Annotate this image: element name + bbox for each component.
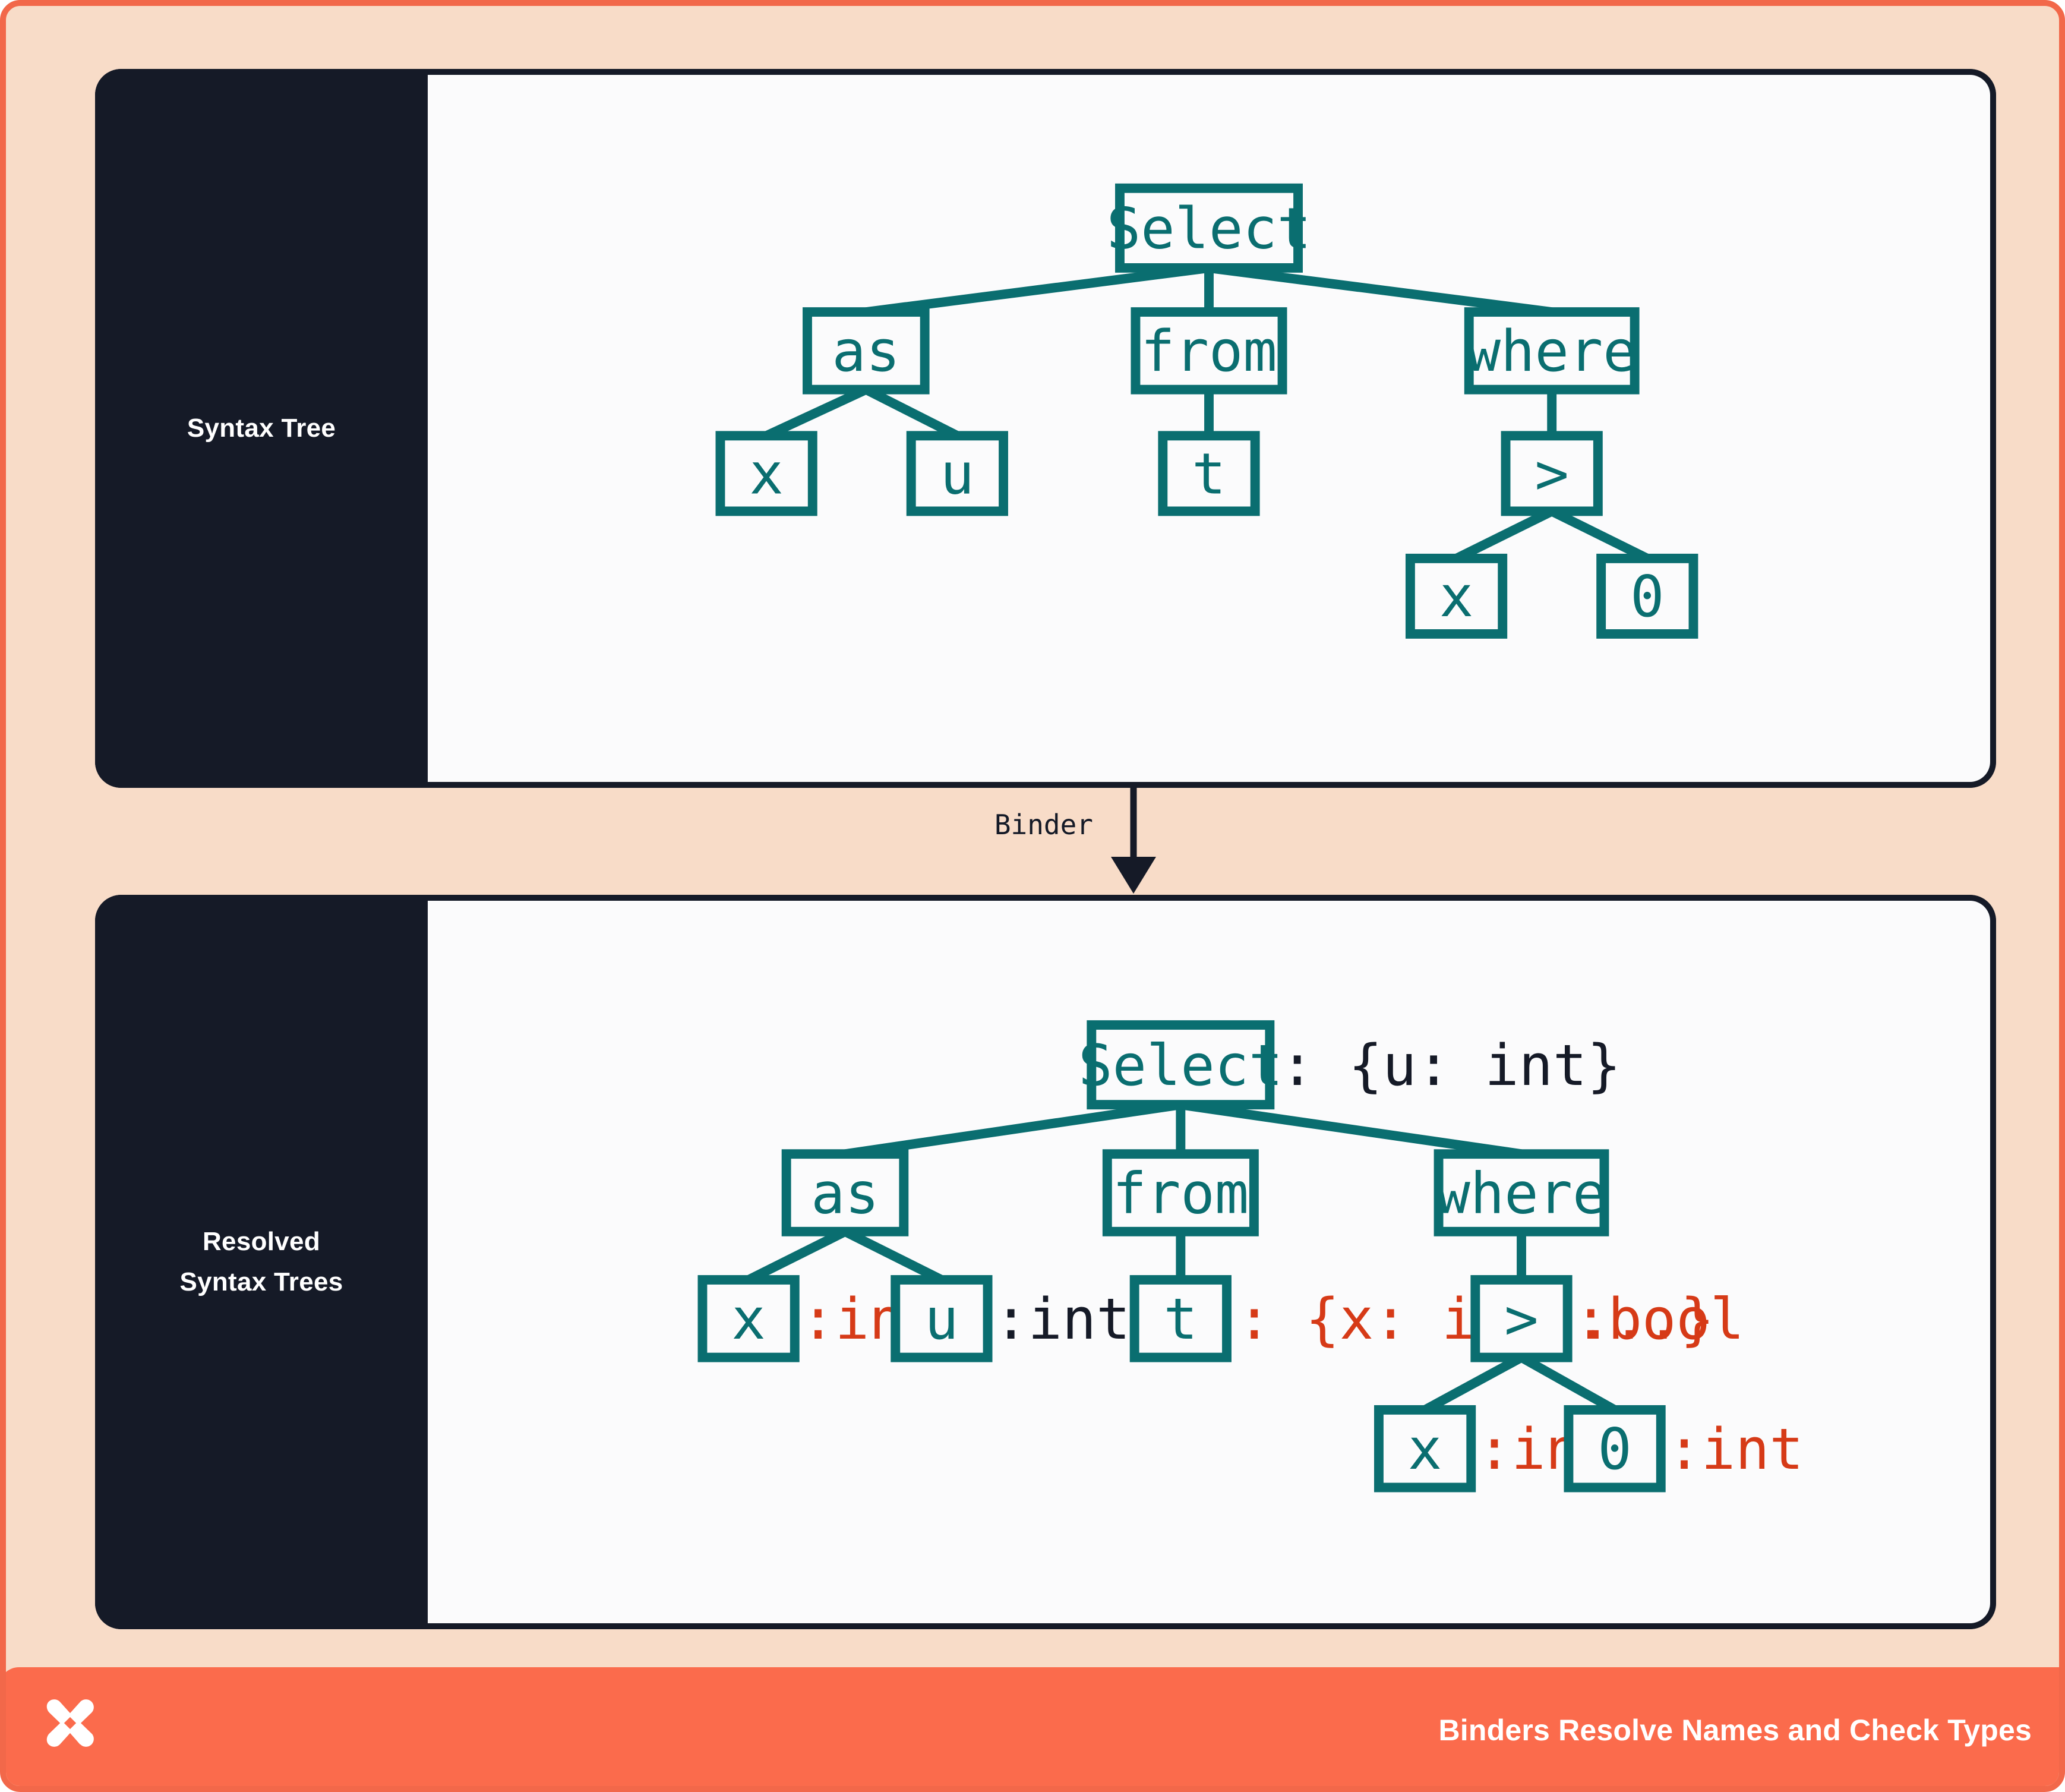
tree-edge: [764, 385, 869, 440]
node-label-as: as: [832, 319, 900, 384]
node-box-gt: [1470, 1275, 1573, 1362]
syntax-tree-graphic: Select as from where x u t > x 0: [715, 183, 1698, 639]
node-box-as-u: [906, 431, 1008, 516]
tree-node-gt[interactable]: > :bool: [1470, 1275, 1744, 1362]
panel-syntax-tree-canvas: Select as from where x u t > x 0: [428, 69, 1996, 788]
tree-node-gt-0[interactable]: 0: [1596, 553, 1698, 639]
node-label-select: Select: [1078, 1033, 1283, 1099]
tree-edge: [1454, 507, 1554, 563]
node-annotation-as-u: :int: [994, 1287, 1130, 1352]
node-label-as-u: u: [924, 1287, 958, 1352]
node-label-select: Select: [1107, 197, 1311, 262]
tree-edge: [1519, 1353, 1617, 1414]
tree-edge: [864, 385, 959, 440]
tree-node-from[interactable]: from: [1131, 307, 1287, 395]
tree-edge: [1549, 507, 1650, 563]
node-box-as-x: [715, 431, 817, 516]
node-box-select: [1087, 1020, 1275, 1110]
node-label-gt: >: [1504, 1287, 1538, 1352]
node-label-as-x: x: [749, 442, 783, 507]
binder-label: Binder: [994, 809, 1093, 841]
node-annotation-gt-0: :int: [1667, 1417, 1804, 1482]
node-box-gt: [1501, 431, 1603, 516]
node-label-from: from: [1113, 1161, 1249, 1226]
node-box-from-t: [1158, 431, 1260, 516]
down-arrow-icon: [1111, 788, 1156, 894]
brand-x-logo-icon: [46, 1699, 94, 1747]
node-label-from: from: [1141, 319, 1277, 384]
panel-syntax-tree-sidebar: Syntax Tree: [95, 69, 428, 788]
footer-bar: Binders Resolve Names and Check Types: [6, 1667, 2059, 1786]
footer-caption: Binders Resolve Names and Check Types: [1438, 1714, 2032, 1747]
node-box-from: [1102, 1149, 1259, 1236]
tree-edge: [842, 1227, 944, 1285]
tree-node-gt-0[interactable]: 0 :int: [1564, 1405, 1804, 1493]
node-label-gt-x: x: [1408, 1417, 1442, 1482]
node-box-gt-x: [1405, 553, 1508, 639]
tree-node-from-t[interactable]: t: [1158, 431, 1260, 516]
node-label-gt-x: x: [1439, 564, 1473, 630]
node-box-where: [1433, 1149, 1609, 1236]
tree-node-select[interactable]: Select: {u: int}: [1078, 1020, 1621, 1110]
node-box-where: [1464, 307, 1640, 395]
binder-transition: Binder: [897, 788, 1313, 895]
node-box-from: [1131, 307, 1287, 395]
node-label-as: as: [811, 1161, 879, 1226]
node-annotation-select: : {u: int}: [1280, 1033, 1621, 1099]
tree-node-gt[interactable]: >: [1501, 431, 1603, 516]
node-box-from-t: [1129, 1275, 1232, 1362]
node-box-gt-x: [1374, 1405, 1476, 1493]
node-box-as-u: [891, 1275, 993, 1362]
node-label-where: where: [1436, 1161, 1607, 1226]
tree-edge: [844, 1100, 1182, 1159]
tree-edge: [1208, 263, 1553, 317]
node-annotation-gt: :bool: [1574, 1287, 1744, 1352]
node-label-from-t: t: [1164, 1287, 1198, 1352]
node-box-select: [1115, 183, 1303, 273]
node-box-as-x: [697, 1275, 800, 1362]
tree-node-select[interactable]: Select: [1107, 183, 1311, 273]
tree-node-as-u[interactable]: u :int: [891, 1275, 1131, 1362]
node-label-from-t: t: [1192, 442, 1226, 507]
node-label-where: where: [1467, 319, 1637, 384]
tree-edge: [746, 1227, 848, 1285]
tree-node-where[interactable]: where: [1433, 1149, 1609, 1236]
tree-node-as[interactable]: as: [781, 1149, 909, 1236]
resolved-syntax-tree-graphic: Select: {u: int} as from where x :int u :int t : …: [697, 1020, 1804, 1493]
tree-edge: [1422, 1353, 1524, 1414]
tree-node-as-x[interactable]: x: [715, 431, 817, 516]
panel-resolved-canvas: Select: {u: int} as from where x :int u :int t : …: [428, 895, 1996, 1629]
node-box-gt-0: [1596, 553, 1698, 639]
tree-edges: [764, 263, 1650, 563]
node-label-as-u: u: [940, 442, 974, 507]
node-label-gt-0: 0: [1597, 1417, 1631, 1482]
node-box-as: [803, 307, 930, 395]
node-label-gt: >: [1535, 442, 1569, 507]
panel-syntax-tree: Syntax Tree Select as from where x u t > x 0: [95, 69, 1996, 788]
tree-edges: [746, 1100, 1617, 1414]
node-box-as: [781, 1149, 909, 1236]
tree-node-as-u[interactable]: u: [906, 431, 1008, 516]
node-label-as-x: x: [731, 1287, 765, 1352]
tree-node-where[interactable]: where: [1464, 307, 1640, 395]
panel-syntax-tree-title: Syntax Tree: [187, 413, 336, 443]
tree-node-gt-x[interactable]: x: [1405, 553, 1508, 639]
node-label-gt-0: 0: [1630, 564, 1664, 630]
tree-edge: [865, 263, 1210, 317]
node-box-gt-0: [1564, 1405, 1666, 1493]
tree-edge: [1180, 1100, 1523, 1159]
tree-node-as[interactable]: as: [803, 307, 930, 395]
tree-node-from[interactable]: from: [1102, 1149, 1259, 1236]
